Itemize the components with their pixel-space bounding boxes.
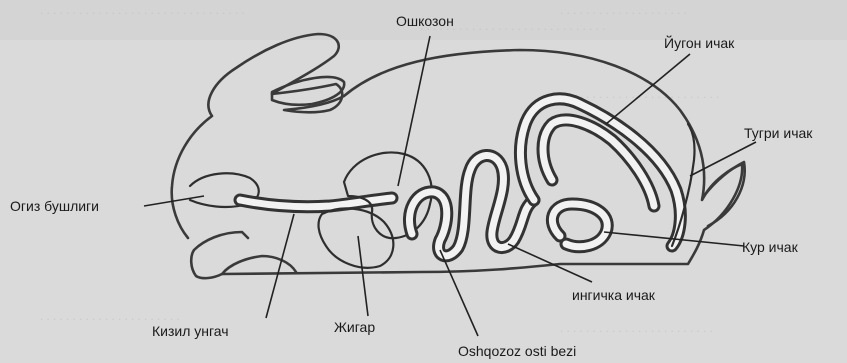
svg-text:. . . . . . . . . . . . . . .: . . . . . . . . . . . . . . . . . . . . xyxy=(560,2,687,17)
label-pancreas: Oshqozoz osti bezi xyxy=(458,343,576,359)
label-oral-cavity: Огиз бушлиги xyxy=(10,198,99,214)
label-small-intestine: ингичка ичак xyxy=(572,287,656,303)
label-stomach: Ошкозон xyxy=(396,13,454,29)
svg-text:. . . . . . . . . . . . . . .: . . . . . . . . . . . . . . . . . . . . … xyxy=(40,308,180,323)
label-large-intestine: Йугон ичак xyxy=(664,34,735,51)
svg-text:. . . . . . . . . . . . . . .: . . . . . . . . . . . . . . . . . . . . … xyxy=(40,2,245,17)
svg-text:. . . . . . . . . . . . . . .: . . . . . . . . . . . . . . . . . . . . … xyxy=(560,320,713,335)
label-esophagus: Кизил унгач xyxy=(152,323,229,339)
label-caecum: Кур ичак xyxy=(742,239,799,255)
label-liver: Жигар xyxy=(334,319,375,335)
label-rectum: Тугри ичак xyxy=(744,125,813,141)
